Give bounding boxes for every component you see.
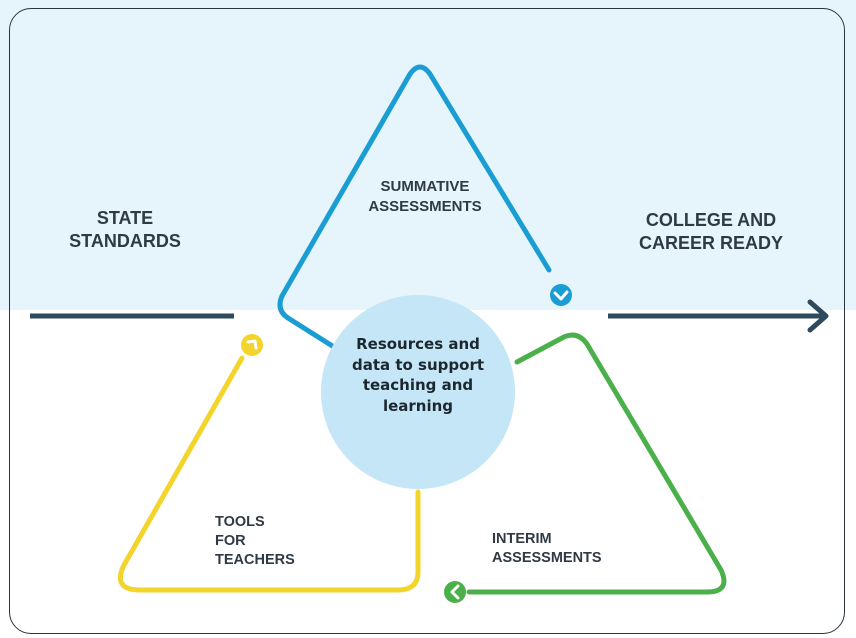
college-career-label: COLLEGE AND CAREER READY	[638, 210, 784, 254]
background-band	[0, 0, 856, 310]
tools-chevron-up-icon	[241, 334, 263, 356]
summative-loop	[277, 64, 552, 350]
interim-loop	[466, 332, 727, 595]
center-text: Resources and data to support teaching a…	[351, 335, 485, 416]
college-ready-arrow	[608, 299, 829, 333]
summative-label: SUMMATIVE ASSESSMENTS	[368, 178, 482, 215]
diagram-frame	[9, 8, 845, 634]
summative-chevron-down-icon	[550, 284, 572, 306]
tools-loop	[118, 355, 421, 593]
center-circle	[321, 295, 515, 489]
tools-label: TOOLS FOR TEACHERS	[215, 514, 295, 568]
interim-chevron-left-icon	[444, 581, 466, 603]
state-standards-label: STATE STANDARDS	[69, 208, 181, 252]
interim-label: INTERIM ASSESSMENTS	[492, 531, 602, 566]
